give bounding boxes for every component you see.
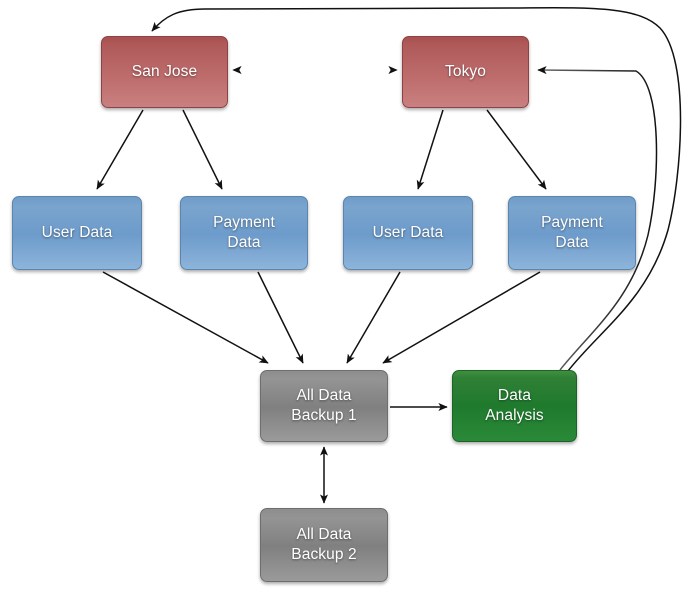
- edge-payment-data-sj-backup1: [257, 271, 304, 364]
- edge-user-data-tk-backup1: [346, 271, 401, 364]
- node-label-user-data-san-jose: User Data: [41, 224, 113, 242]
- node-tokyo[interactable]: Tokyo: [402, 36, 529, 108]
- node-user-data-san-jose[interactable]: User Data: [12, 196, 142, 270]
- node-label-data-analysis: Data Analysis: [485, 387, 544, 424]
- node-label-all-data-backup-2: All Data Backup 2: [291, 526, 357, 563]
- node-payment-data-tokyo[interactable]: Payment Data: [508, 196, 636, 270]
- node-user-data-tokyo[interactable]: User Data: [343, 196, 473, 270]
- edge-san-jose-payment-data: [182, 109, 223, 190]
- edge-tokyo-user-data: [416, 109, 444, 190]
- edge-payment-data-tk-backup1: [382, 271, 541, 364]
- node-label-user-data-tokyo: User Data: [372, 224, 444, 242]
- edge-tokyo-payment-data: [486, 109, 547, 190]
- node-label-san-jose: San Jose: [131, 63, 198, 81]
- edge-user-data-sj-backup1: [102, 271, 269, 364]
- node-san-jose[interactable]: San Jose: [101, 36, 228, 108]
- node-label-all-data-backup-1: All Data Backup 1: [291, 387, 357, 424]
- node-label-payment-data-tokyo: Payment Data: [541, 214, 603, 251]
- node-all-data-backup-2[interactable]: All Data Backup 2: [260, 508, 388, 582]
- node-payment-data-san-jose[interactable]: Payment Data: [180, 196, 308, 270]
- edge-san-jose-user-data: [96, 109, 144, 190]
- node-label-payment-data-san-jose: Payment Data: [213, 214, 275, 251]
- node-label-tokyo: Tokyo: [445, 63, 486, 81]
- node-data-analysis[interactable]: Data Analysis: [452, 370, 577, 442]
- node-all-data-backup-1[interactable]: All Data Backup 1: [260, 370, 388, 442]
